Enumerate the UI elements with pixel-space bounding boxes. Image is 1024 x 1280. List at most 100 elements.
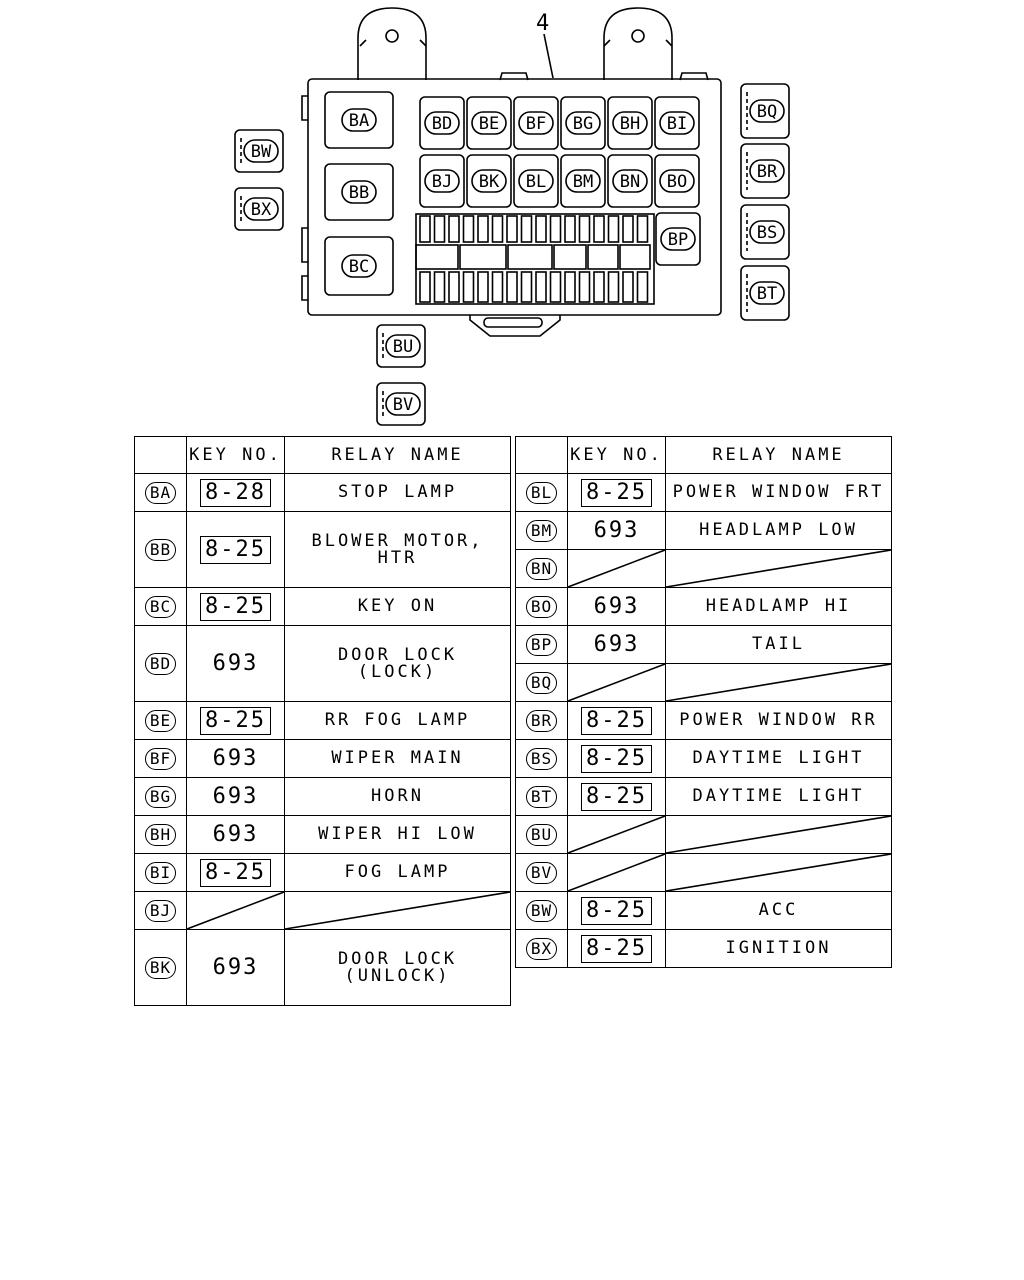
relay-bl: BL [513,154,559,208]
relay-bu-code: BU [393,337,413,357]
row-relay-name-cell: IGNITION [665,929,892,968]
relay-bf: BF [513,96,559,150]
relay-br: BR [740,143,790,199]
empty-cell-slash [568,550,665,587]
row-key-cell: 693 [186,739,285,778]
key-no: 693 [593,594,640,619]
fuse-slot [448,271,460,303]
fuse-slot [564,271,576,303]
row-code-cell: BF [134,739,187,778]
relay-bw-oval [243,139,279,163]
relay-ba: BA [324,91,394,149]
relay-bq: BQ [740,83,790,139]
key-no: 693 [212,955,259,980]
row-code-cell: BJ [134,891,187,930]
row-code: BB [144,538,177,561]
relay-bs-code: BS [757,223,777,243]
fuse-slot [578,215,591,243]
row-key-cell: 693 [567,511,666,550]
relay-name: IGNITION [725,938,832,958]
fuse-slot [535,271,547,303]
row-key-cell [567,853,666,892]
fuse-slot [419,271,431,303]
relay-name: WIPER HI LOW [318,824,477,844]
key-no-boxed: 8-25 [581,782,652,811]
relay-bb: BB [324,163,394,221]
relay-be-code: BE [479,114,499,134]
fuse-slot [506,271,518,303]
relay-name: ACC [758,900,799,920]
row-code-cell: BB [134,511,187,588]
relay-name: DAYTIME LIGHT [692,786,865,806]
relay-bt: BT [740,265,790,321]
header-relay-name: RELAY NAME [665,436,892,474]
row-code: BR [525,709,558,732]
relay-br-oval [749,159,785,183]
empty-cell-slash [568,816,665,853]
table-row: BU [515,815,892,854]
relay-bt-oval [749,281,785,305]
table-row: BT 8-25 DAYTIME LIGHT [515,777,892,816]
header-relay-name: RELAY NAME [284,436,511,474]
relay-bm: BM [560,154,606,208]
relay-name: DOOR LOCK (UNLOCK) [337,948,458,986]
row-code-cell: BE [134,701,187,740]
relay-bs: BS [740,204,790,260]
row-key-cell [567,549,666,588]
row-relay-name-cell: DOOR LOCK (UNLOCK) [284,929,511,1006]
relay-bd-oval [424,111,460,135]
key-no: 693 [212,822,259,847]
row-code-cell: BT [515,777,568,816]
row-relay-name-cell: HEADLAMP LOW [665,511,892,550]
empty-cell-slash [568,664,665,701]
fuse-slot [622,215,634,243]
relay-box-housing [307,78,722,316]
relay-bx-oval [243,197,279,221]
relay-bl-code: BL [526,172,546,192]
mounting-ear-left [357,7,427,80]
row-key-cell [186,891,285,930]
key-no: 693 [593,518,640,543]
row-relay-name-cell: FOG LAMP [284,853,511,892]
relay-bp: BP [655,212,701,266]
relay-bm-code: BM [573,172,593,192]
empty-cell-slash [568,854,665,891]
row-relay-name-cell: HORN [284,777,511,816]
row-code: BP [525,633,558,656]
relay-name: HEADLAMP LOW [699,520,858,540]
row-code-cell: BG [134,777,187,816]
fuse-slot [448,215,460,243]
relay-name: WIPER MAIN [331,748,464,768]
relay-bp-oval [660,227,696,251]
row-key-cell: 8-28 [186,473,285,512]
table-header-row: KEY NO. RELAY NAME [134,436,511,474]
row-code-cell: BD [134,625,187,702]
relay-bx: BX [234,187,284,231]
relay-ba-code: BA [349,111,369,131]
relay-bo-oval [659,169,695,193]
row-code: BJ [144,899,177,922]
key-no-boxed: 8-25 [200,592,271,621]
relay-bu: BU [376,324,426,368]
relay-name: RR FOG LAMP [324,710,471,730]
relay-name: POWER WINDOW RR [679,710,878,730]
relay-bi: BI [654,96,700,150]
row-code: BS [525,747,558,770]
relay-name: DOOR LOCK (LOCK) [337,644,458,682]
relay-bs-oval [749,220,785,244]
relay-bq-code: BQ [757,102,777,122]
empty-cell-slash [666,550,891,587]
header-key-no: KEY NO. [186,436,285,474]
fuse-slot [462,271,475,303]
relay-bv: BV [376,382,426,426]
relay-bl-oval [518,169,554,193]
relay-name: BLOWER MOTOR, HTR [311,530,484,568]
empty-cell-slash [285,892,510,929]
